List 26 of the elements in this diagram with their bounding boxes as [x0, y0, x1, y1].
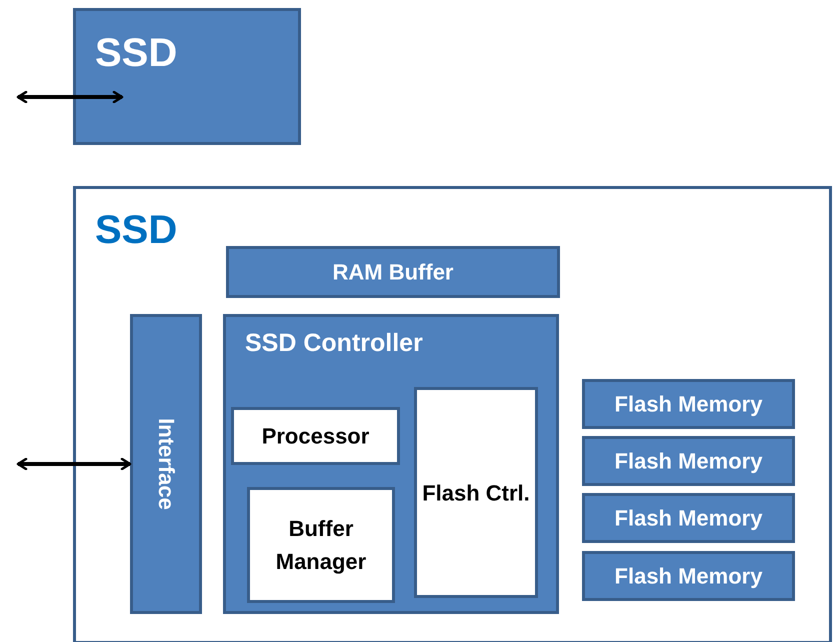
double-arrow — [16, 90, 124, 104]
box-label: Processor — [262, 422, 370, 450]
box-label: SSD Controller — [245, 329, 423, 358]
box-label: Flash Ctrl. — [422, 479, 530, 507]
box-label: SSD — [95, 208, 178, 253]
box-label: Interface — [153, 418, 179, 510]
ssd-box — [73, 8, 301, 145]
box-label: Buffer Manager — [274, 515, 368, 576]
ram-buffer-box — [226, 246, 560, 298]
buffer-manager-box — [247, 487, 395, 603]
ssd-container — [73, 186, 832, 642]
controller-box — [223, 314, 559, 614]
flash-memory-box — [582, 551, 795, 601]
processor-box — [231, 407, 400, 465]
box-label: Flash Memory — [614, 562, 762, 590]
interface-bar — [130, 314, 202, 614]
flash-memory-box — [582, 493, 795, 543]
double-arrow — [16, 458, 132, 470]
box-label: SSD — [95, 31, 178, 76]
flash-controller-box — [414, 387, 538, 598]
box-label: Flash Memory — [614, 390, 762, 418]
box-label: RAM Buffer — [332, 258, 454, 286]
box-label: Flash Memory — [614, 504, 762, 532]
flash-memory-box — [582, 436, 795, 486]
flash-memory-box — [582, 379, 795, 429]
box-label: Flash Memory — [614, 448, 762, 476]
